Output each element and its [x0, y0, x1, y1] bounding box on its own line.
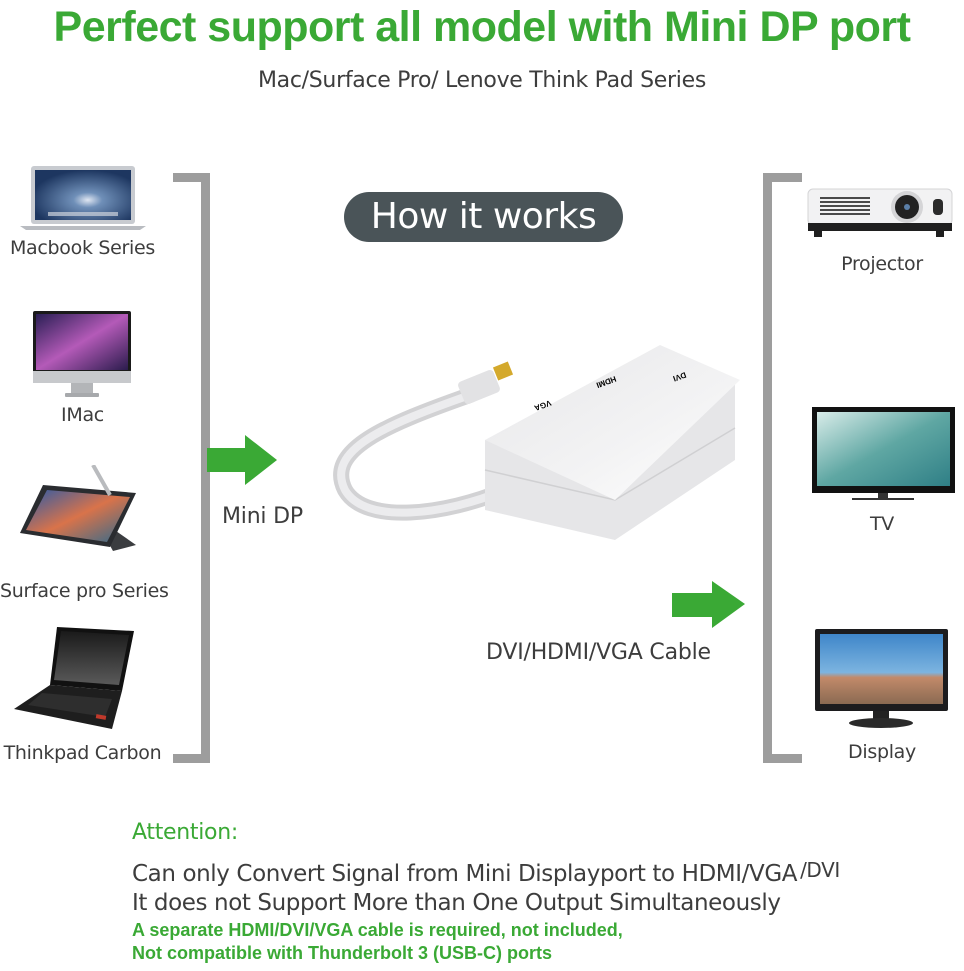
laptop-macbook-icon — [20, 166, 146, 230]
source-label: Macbook Series — [9, 237, 156, 259]
laptop-thinkpad-icon — [14, 627, 134, 729]
monitor-display-icon — [815, 629, 948, 728]
input-arrow-label: Mini DP — [222, 504, 303, 529]
attention-line-1: Can only Convert Signal from Mini Displa… — [132, 858, 840, 887]
output-arrow-label: DVI/HDMI/VGA Cable — [486, 640, 711, 665]
output-label: TV — [869, 513, 894, 535]
attention-line-1-main: Can only Convert Signal from Mini Displa… — [132, 861, 798, 887]
output-label: Projector — [841, 253, 923, 275]
attention-line-2: It does not Support More than One Output… — [132, 890, 781, 916]
port-label-dvi: DVI — [672, 370, 688, 383]
attention-note-2: Not compatible with Thunderbolt 3 (USB-C… — [132, 943, 552, 963]
attention-note-1: A separate HDMI/DVI/VGA cable is require… — [132, 920, 623, 940]
page-title: Perfect support all model with Mini DP p… — [53, 3, 911, 51]
tv-icon — [812, 407, 955, 500]
projector-icon — [807, 188, 953, 237]
adapter-product-image: VGA HDMI DVI — [333, 345, 740, 540]
source-label: IMac — [61, 404, 104, 426]
source-label: Thinkpad Carbon — [3, 742, 162, 764]
page-subtitle: Mac/Surface Pro/ Lenove Think Pad Series — [258, 68, 706, 93]
imac-desktop-icon — [33, 311, 131, 397]
source-label: Surface pro Series — [0, 580, 169, 602]
attention-heading: Attention: — [132, 820, 238, 845]
output-label: Display — [848, 741, 916, 763]
attention-line-1-suffix: /DVI — [800, 858, 840, 882]
arrow-right-icon — [672, 581, 745, 628]
how-it-works-badge: How it works — [344, 192, 623, 242]
arrow-right-icon — [207, 435, 277, 485]
tablet-surface-icon — [20, 465, 136, 551]
